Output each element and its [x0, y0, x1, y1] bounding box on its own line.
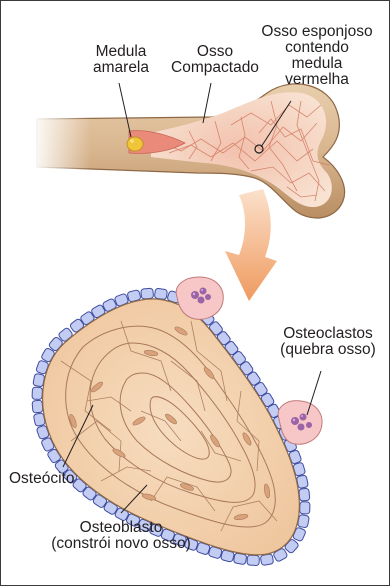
label-osteoclastos: Osteoclastos (quebra osso)	[269, 326, 387, 358]
osteoclast-right	[278, 401, 322, 445]
osteoblast-cell	[233, 553, 247, 565]
zoom-arrow	[225, 189, 277, 301]
long-bone	[31, 84, 345, 218]
osteoblast-cell	[32, 387, 43, 399]
label-osso-esponjoso: Osso esponjoso contendo medula vermelha	[249, 24, 385, 88]
yellow-marrow	[127, 137, 143, 151]
yellow-marrow-highlight	[130, 139, 134, 143]
osteoclast-top	[176, 277, 223, 319]
osteoblast-cell	[141, 288, 154, 299]
shaft-fade	[31, 111, 91, 175]
osteoblast-cell	[154, 288, 167, 299]
bone-matrix	[43, 299, 300, 555]
osteoblast-cell	[300, 502, 310, 514]
osteoblast-cell	[247, 555, 259, 566]
label-osteoblasto: Osteoblasto (constrói novo osso)	[23, 520, 219, 552]
osteoblast-cell	[260, 554, 274, 566]
label-medula-amarela: Medula amarela	[73, 44, 169, 76]
osteoblast-cell	[32, 400, 43, 413]
label-osteocito: Osteócito	[9, 471, 109, 487]
osteoblast-cell	[299, 488, 310, 501]
